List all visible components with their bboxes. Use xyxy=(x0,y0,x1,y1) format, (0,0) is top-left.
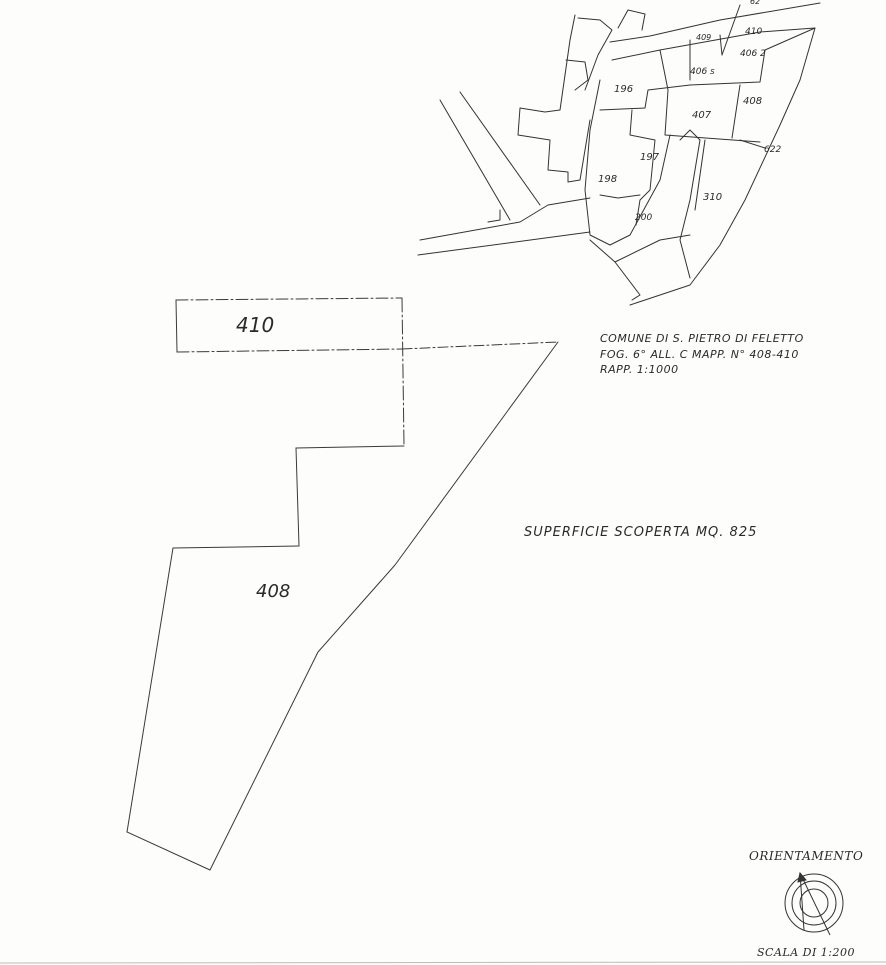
road-line xyxy=(609,2,821,43)
parcel-boundary xyxy=(589,239,641,301)
parcel-boundary xyxy=(694,139,706,211)
parcel-boundary xyxy=(599,84,691,111)
parcel-label: 408 xyxy=(743,96,762,107)
parcel-boundary xyxy=(295,447,300,547)
site-map-labels: 196 197 198 200 310 407 408 409 410 406 … xyxy=(598,0,781,223)
parcel-label: 197 xyxy=(640,152,660,163)
parcel-boundary xyxy=(126,547,174,833)
parcel-boundary xyxy=(209,341,559,871)
road-line xyxy=(611,27,816,61)
parcel-boundary xyxy=(126,831,211,871)
road-line xyxy=(487,209,501,223)
parcel-boundary xyxy=(719,34,723,56)
parcel-label: 196 xyxy=(614,84,633,95)
parcel-label: 410 xyxy=(745,27,762,37)
parcel-label-410: 410 xyxy=(236,313,274,337)
parcel-boundary xyxy=(401,297,405,447)
parcel-boundary xyxy=(689,49,766,86)
parcel-boundary xyxy=(172,545,300,549)
parcel-boundary xyxy=(629,109,656,226)
caption-line-3: RAPP. 1:1000 xyxy=(600,363,679,376)
parcel-label: 409 xyxy=(696,33,711,42)
sheet-edge xyxy=(0,961,886,964)
caption-line-1: COMUNE DI S. PIETRO DI FELETTO xyxy=(600,332,804,345)
parcel-410-bottom-edge xyxy=(176,348,403,353)
road-line xyxy=(417,231,591,256)
road-line xyxy=(459,91,541,206)
building-outline xyxy=(517,14,591,183)
parcel-label: 310 xyxy=(703,192,722,203)
parcel-boundary xyxy=(739,139,766,149)
plan-outline xyxy=(126,297,559,871)
parcel-label: 406 s xyxy=(690,67,715,77)
scale-label: SCALA DI 1:200 xyxy=(757,946,855,959)
caption-line-2: FOG. 6° ALL. C MAPP. N° 408-410 xyxy=(600,348,799,361)
parcel-boundary xyxy=(584,79,671,246)
parcel-label: 406 2 xyxy=(740,49,766,59)
area-note: SUPERFICIE SCOPERTA MQ. 825 xyxy=(524,525,757,540)
parcel-boundary xyxy=(295,445,405,449)
building-outline xyxy=(577,17,613,91)
parcel-label: 407 xyxy=(692,110,712,121)
caption: COMUNE DI S. PIETRO DI FELETTO FOG. 6° A… xyxy=(600,332,804,376)
building-outline xyxy=(617,9,646,31)
building-outline xyxy=(565,59,589,91)
parcel-boundary xyxy=(629,27,816,306)
parcel-boundary xyxy=(614,234,691,263)
parcel-410-left-edge xyxy=(175,299,178,353)
road-line xyxy=(439,99,511,221)
parcel-410-top-edge xyxy=(175,297,403,301)
parcel-boundary xyxy=(731,84,741,139)
orientation-label: ORIENTAMENTO xyxy=(749,849,863,863)
parcel-label: 62 xyxy=(750,0,760,6)
north-arrow-icon xyxy=(784,871,844,936)
boundary-extension xyxy=(401,341,559,350)
parcel-label: 198 xyxy=(598,174,617,185)
parcel-label: 622 xyxy=(764,145,781,155)
parcel-label: 200 xyxy=(635,213,652,223)
parcel-boundary xyxy=(659,49,761,143)
site-map xyxy=(417,2,821,306)
parcel-boundary xyxy=(721,4,741,56)
parcel-label-408: 408 xyxy=(256,581,290,602)
parcel-boundary xyxy=(599,194,641,199)
parcel-boundary xyxy=(679,129,701,279)
road-line xyxy=(419,197,591,241)
